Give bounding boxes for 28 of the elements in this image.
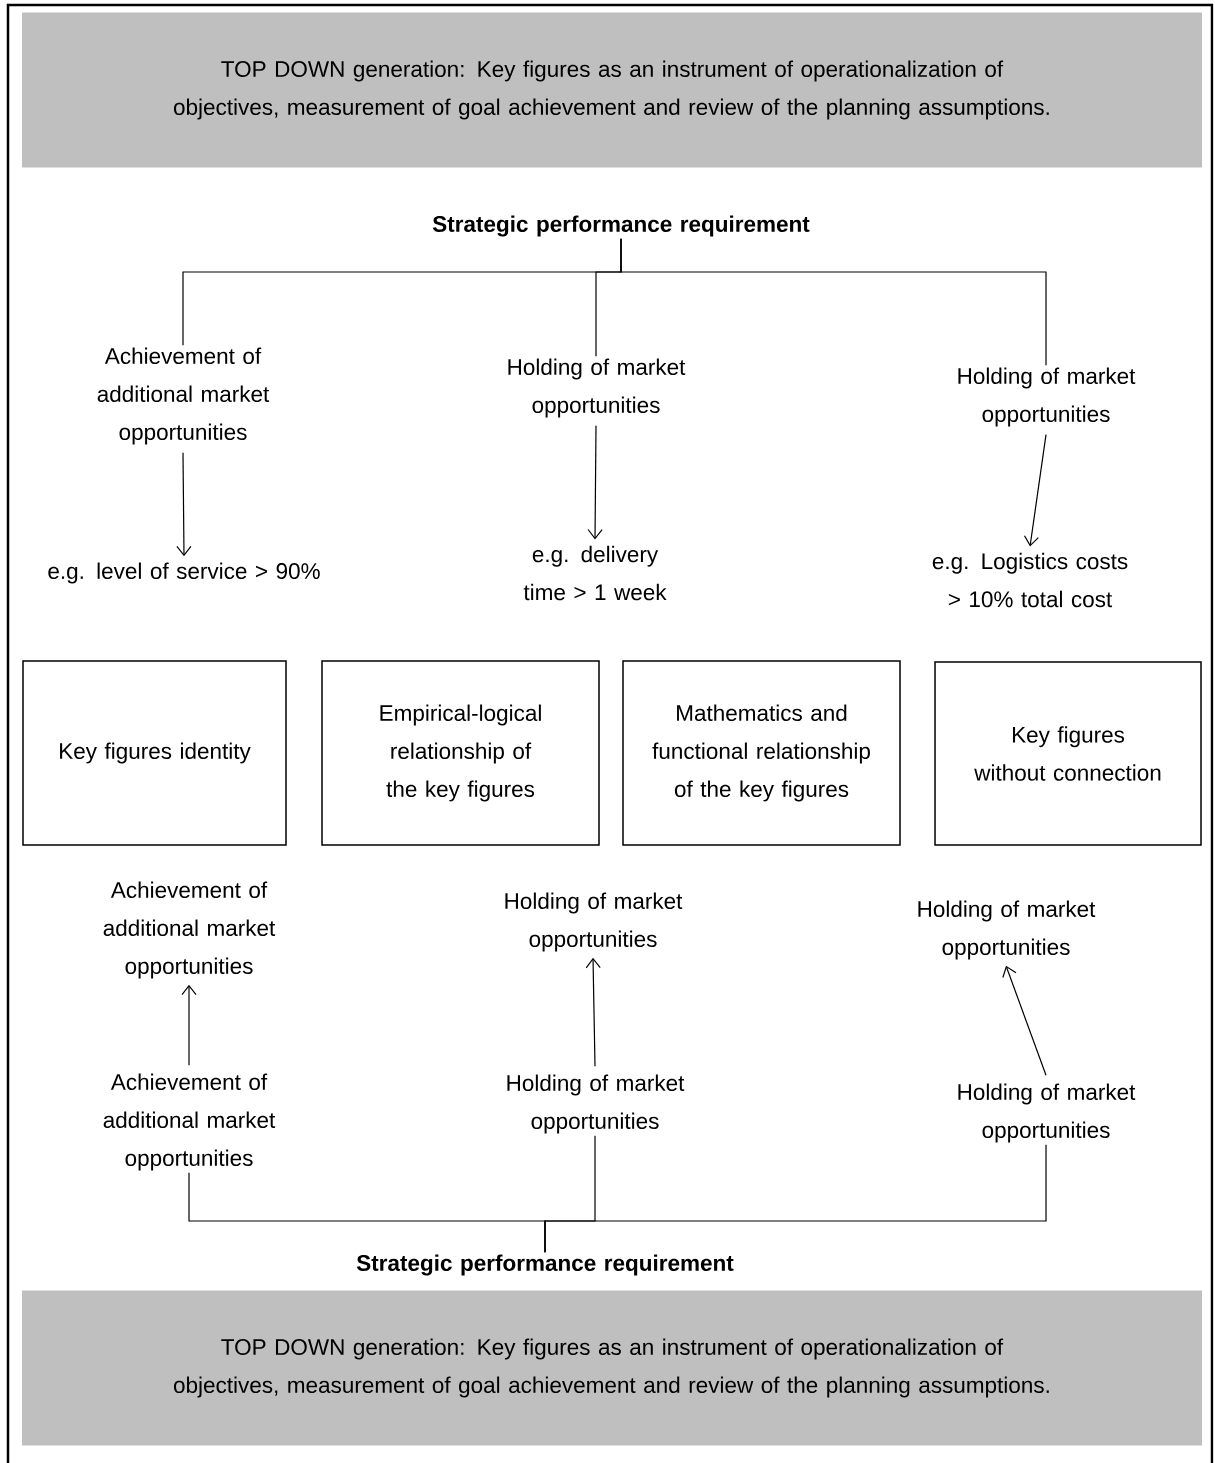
text-label: Holding of market opportunities bbox=[958, 367, 1136, 427]
text-label: Holding of market opportunities bbox=[505, 892, 683, 952]
arrow bbox=[1023, 434, 1047, 547]
text-label: e.g. level of service > 90% bbox=[48, 562, 320, 584]
text-label: Holding of market opportunities bbox=[508, 358, 686, 418]
process-box: Key figures identity bbox=[22, 660, 287, 846]
arrow bbox=[176, 452, 192, 557]
arrow bbox=[1002, 965, 1047, 1076]
process-box: Key figures without connection bbox=[934, 661, 1202, 846]
banner-box: TOP DOWN generation: Key figures as an instrument of operationalization of objectives, measurement of goal achievement and review of the planning assumptions. bbox=[22, 1290, 1202, 1446]
text-label: Holding of market opportunities bbox=[918, 900, 1096, 960]
arrow bbox=[585, 957, 601, 1067]
heading-text: Strategic performance requirement bbox=[432, 215, 810, 237]
text-label: Achievement of additional market opportunities bbox=[103, 881, 276, 979]
banner-box: TOP DOWN generation: Key figures as an instrument of operationalization of objectives, measurement of goal achievement and review of the planning assumptions. bbox=[22, 12, 1202, 168]
process-box: Mathematics and functional relationship of the key figures bbox=[622, 660, 901, 846]
process-box: Empirical-logical relationship of the key figures bbox=[321, 660, 600, 846]
text-label: Achievement of additional market opportunities bbox=[97, 347, 270, 445]
connector-line bbox=[620, 238, 1047, 366]
text-label: Achievement of additional market opportunities bbox=[103, 1073, 276, 1171]
text-label: e.g. delivery time > 1 week bbox=[523, 545, 667, 601]
arrow bbox=[587, 425, 603, 540]
text-label: e.g. Logistics costs > 10% total cost bbox=[932, 552, 1128, 608]
connector-line bbox=[544, 1144, 1047, 1253]
text-label: Holding of market opportunities bbox=[507, 1074, 685, 1134]
heading-text: Strategic performance requirement bbox=[356, 1254, 734, 1276]
arrow bbox=[181, 984, 197, 1066]
text-label: Holding of market opportunities bbox=[958, 1083, 1136, 1143]
